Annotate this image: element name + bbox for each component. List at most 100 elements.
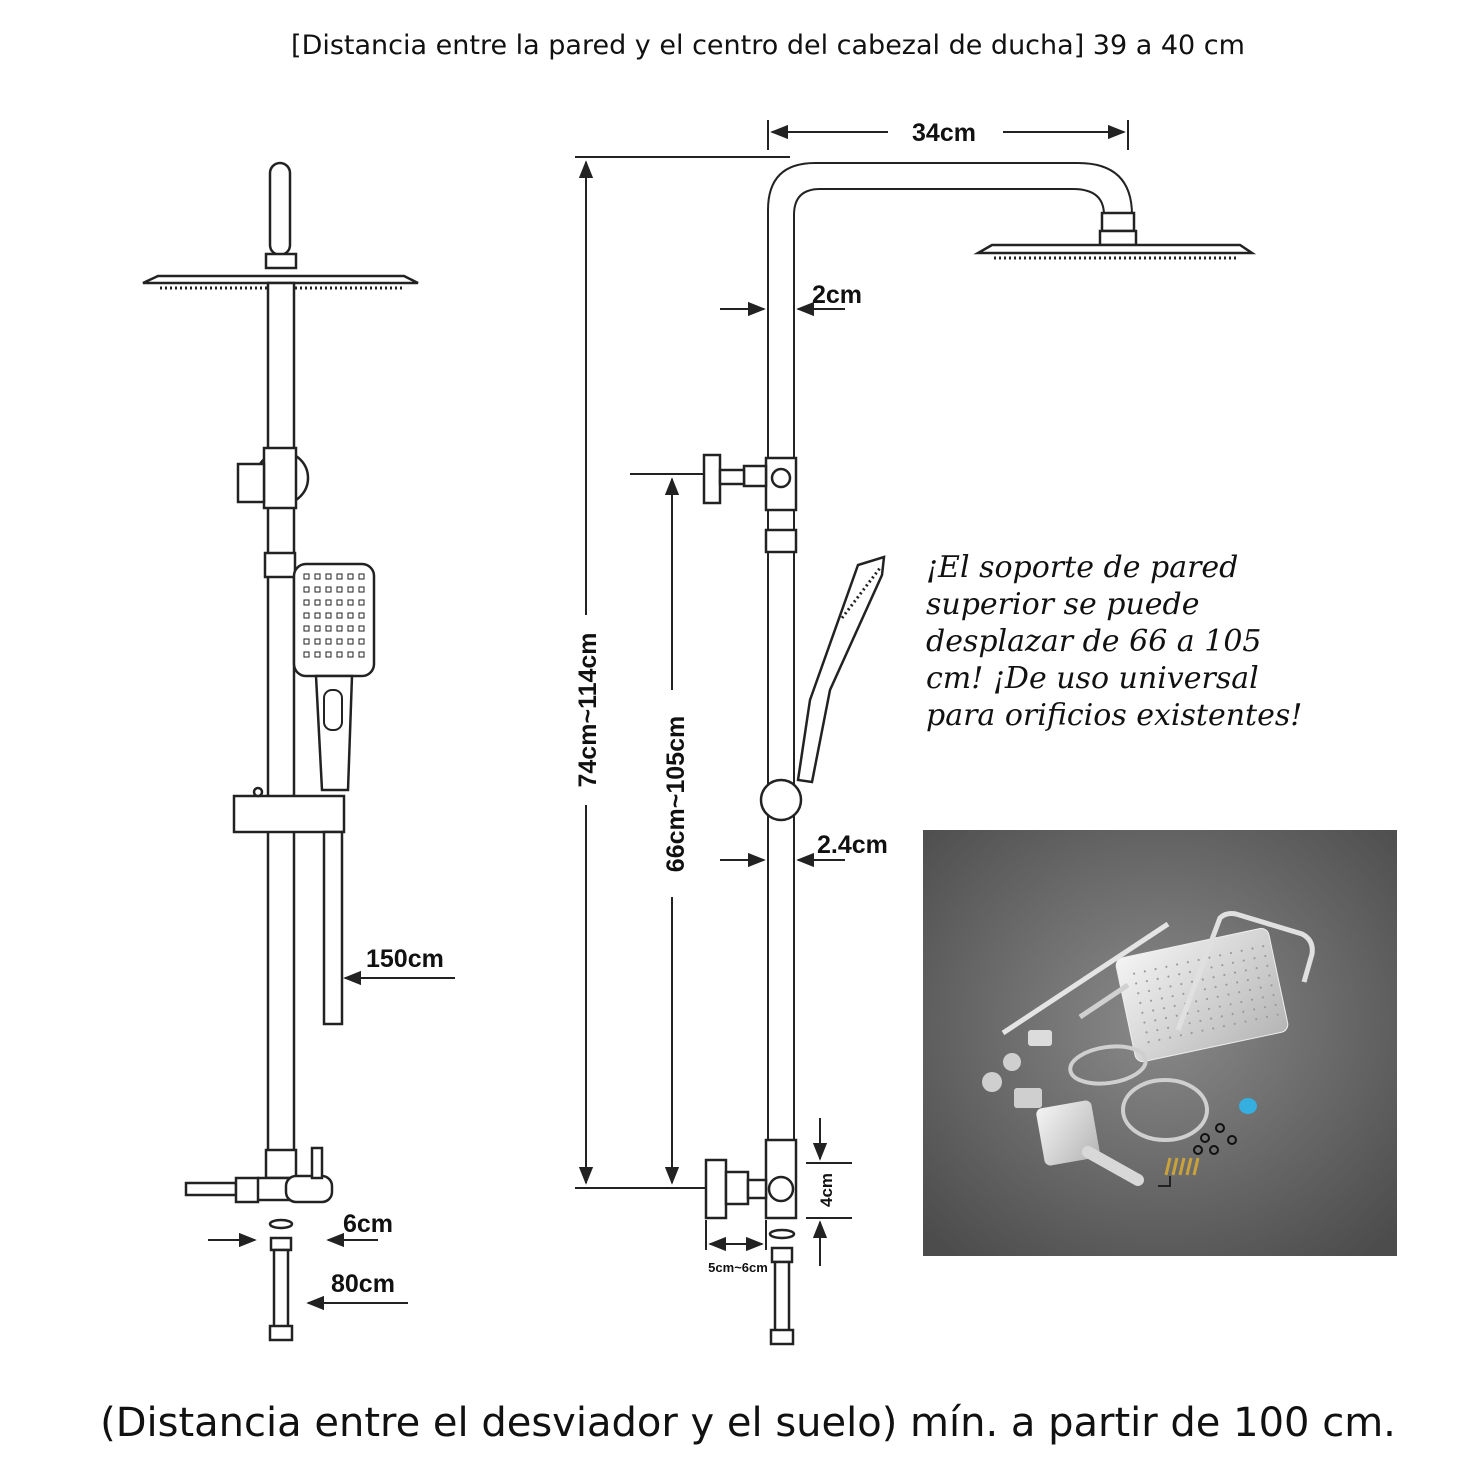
photo-nozzle	[1190, 1031, 1193, 1035]
hand-nozzle	[325, 599, 332, 606]
photo-nozzle	[1190, 980, 1194, 983]
hand-nozzle	[347, 573, 354, 580]
front-head-stub	[268, 161, 292, 257]
photo-nozzle	[1246, 979, 1250, 982]
hand-nozzle	[358, 573, 365, 580]
hand-nozzle	[325, 651, 332, 658]
photo-nozzle	[1236, 981, 1239, 984]
photo-nozzle	[1248, 988, 1252, 992]
photo-hose-2	[1121, 1078, 1209, 1142]
front-view: 150cm 6cm 80cm	[142, 161, 455, 1342]
photo-rain-head	[1115, 927, 1289, 1063]
photo-nozzle	[1233, 971, 1237, 974]
photo-nozzle	[1244, 969, 1247, 972]
side-diverter-arm	[724, 1170, 750, 1206]
photo-nozzle	[1274, 1003, 1277, 1006]
photo-nozzle	[1167, 975, 1170, 978]
photo-nozzle	[1164, 1016, 1168, 1020]
photo-nozzle	[1158, 987, 1161, 990]
photo-nozzle	[1221, 964, 1224, 967]
photo-nozzle	[1188, 970, 1192, 974]
photo-nozzle	[1208, 956, 1211, 959]
front-slider	[232, 794, 346, 834]
photo-nozzle	[1154, 1019, 1157, 1022]
callout: ¡El soporte de pared superior se puede d…	[926, 550, 1302, 733]
photo-nozzle	[1261, 996, 1264, 999]
side-diverter-flange	[704, 1158, 728, 1220]
photo-arm	[1175, 911, 1315, 1031]
photo-nozzle	[1195, 1000, 1198, 1003]
photo-nozzle	[1139, 1001, 1142, 1005]
photo-nozzle	[1152, 1009, 1155, 1012]
photo-nozzle	[1205, 997, 1209, 1001]
hand-nozzle	[336, 651, 343, 658]
photo-nozzle	[1156, 977, 1159, 980]
photo-nozzle	[1162, 1007, 1166, 1010]
front-hose	[322, 830, 344, 1026]
photo-nozzle	[1178, 973, 1181, 976]
photo-nozzle	[1222, 1025, 1226, 1028]
hand-nozzle	[358, 599, 365, 606]
hand-nozzle	[336, 573, 343, 580]
hand-nozzle	[314, 599, 321, 606]
front-collar	[263, 551, 297, 579]
footer-note: (Distancia entre el desviador y el suelo…	[100, 1400, 1396, 1446]
photo-nozzle	[1242, 959, 1245, 962]
hose-length-label: 150cm	[366, 945, 444, 973]
hand-nozzle	[358, 586, 365, 593]
photo-nozzle	[1270, 984, 1273, 987]
side-pipe-outer	[767, 162, 1133, 1150]
photo-nozzle	[1156, 1028, 1159, 1032]
photo-part-2	[982, 1072, 1002, 1092]
photo-nozzle	[1145, 980, 1149, 983]
callout-line-5: para orificios existentes!	[926, 698, 1302, 733]
hand-nozzle	[314, 651, 321, 658]
photo-nozzle	[1176, 963, 1179, 966]
photo-nozzle	[1257, 976, 1260, 979]
front-hand-shower-face	[292, 562, 376, 678]
photo-nozzle	[1207, 1007, 1211, 1010]
photo-nozzle	[1132, 972, 1136, 975]
hand-nozzle	[314, 638, 321, 645]
side-diverter-knob	[767, 1175, 795, 1203]
photo-washer	[1193, 1145, 1203, 1155]
hand-nozzle	[314, 625, 321, 632]
photo-nozzle	[1250, 998, 1254, 1001]
front-hand-shower-nozzles	[303, 573, 365, 658]
hand-nozzle	[325, 638, 332, 645]
photo-nozzle	[1272, 994, 1275, 997]
header-title: [Distancia entre la pared y el centro de…	[291, 30, 1245, 61]
photo-nozzle	[1263, 1006, 1267, 1009]
hand-nozzle	[325, 573, 332, 580]
photo-nozzle	[1244, 1020, 1247, 1023]
hand-nozzle	[336, 612, 343, 619]
photo-nozzle	[1210, 966, 1213, 969]
photo-nozzle	[1199, 1019, 1202, 1023]
side-slider	[759, 778, 803, 822]
hand-nozzle	[336, 625, 343, 632]
photo-washer	[1209, 1145, 1219, 1155]
photo-nozzle	[1240, 1000, 1243, 1004]
photo-nozzle	[1137, 992, 1140, 995]
photo-nozzle	[1145, 1031, 1148, 1034]
photo-screws	[1158, 1157, 1200, 1187]
photo-nozzle	[1179, 1034, 1183, 1037]
hand-nozzle	[303, 638, 310, 645]
front-slider-knob	[252, 786, 264, 798]
photo-nozzle	[1255, 966, 1258, 970]
photo-anchor	[1185, 1157, 1193, 1176]
hand-nozzle	[325, 625, 332, 632]
connector-6-label: 6cm	[343, 1210, 393, 1238]
photo-nozzle	[1265, 1015, 1269, 1019]
front-bracket	[262, 446, 298, 510]
photo-nozzle	[1197, 958, 1200, 962]
side-hand-nozzles	[840, 567, 882, 619]
side-diverter-link	[746, 1178, 768, 1200]
side-hand-shower	[796, 555, 886, 784]
photo-nozzle	[1166, 1026, 1170, 1029]
photo-anchor	[1164, 1157, 1172, 1176]
side-view: 34cm 2cm 2.4cm 74cm~114cm 66cm~105cm 4cm…	[574, 119, 1257, 1346]
photo-nozzle	[1214, 985, 1217, 989]
photo-nozzle	[1135, 982, 1138, 985]
hand-nozzle	[358, 638, 365, 645]
